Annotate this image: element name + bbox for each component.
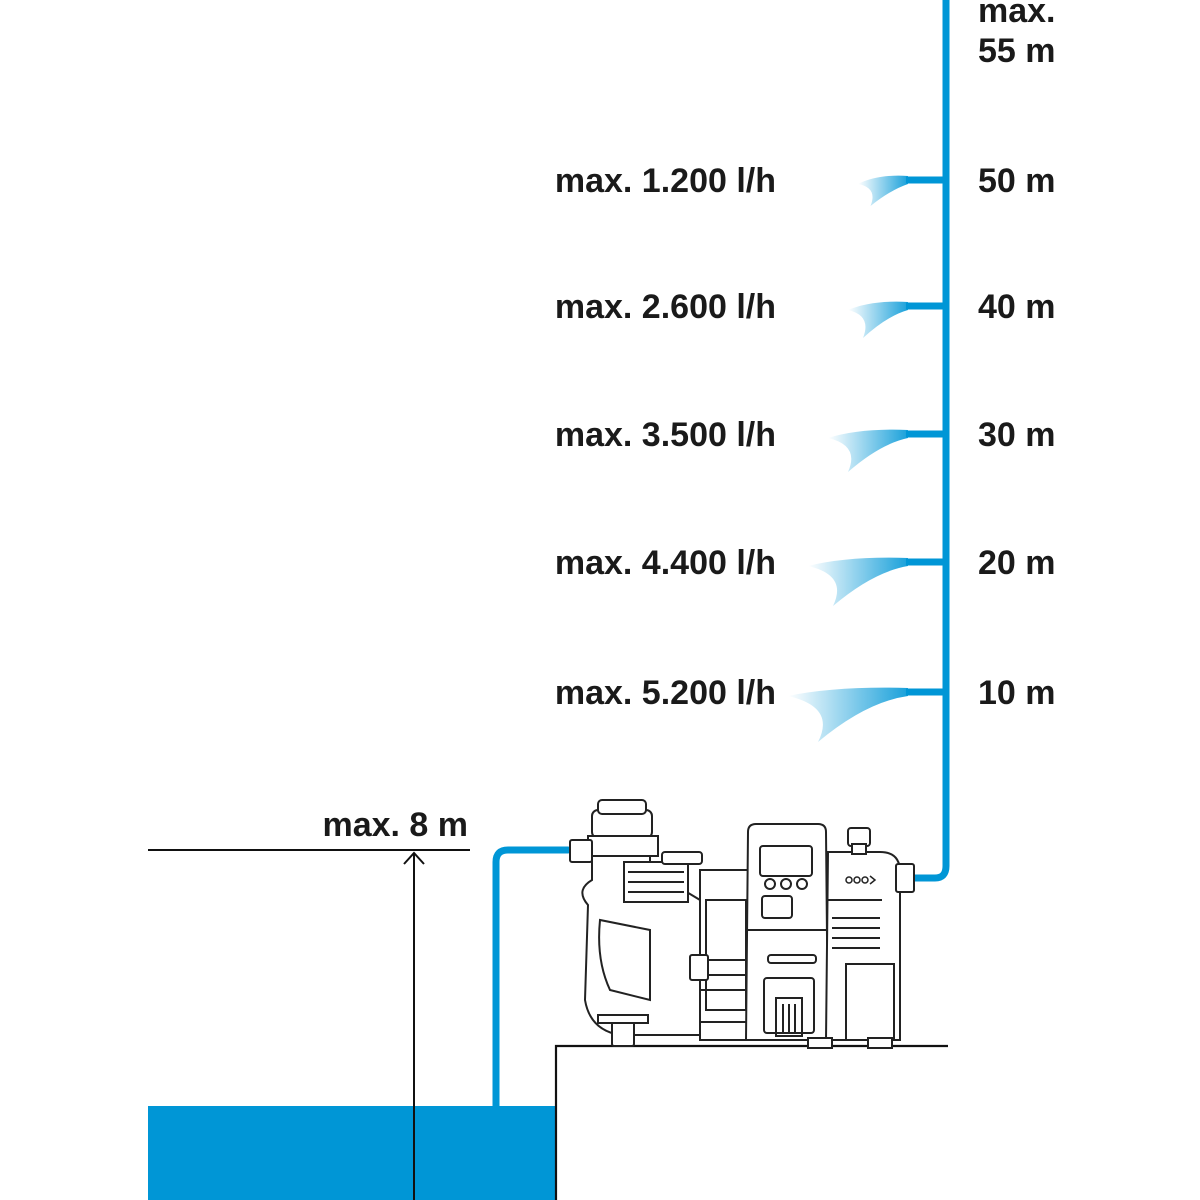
height-rows: max. 5.200 l/h 10 m max. 4.400 l/h 20 m max.… (555, 162, 1056, 712)
platform-edge (554, 1044, 948, 1200)
water-spray (828, 429, 908, 472)
pressure-pipe (914, 0, 950, 882)
water-spray (848, 301, 908, 338)
height-label: 10 m (978, 674, 1056, 712)
pump-icon (569, 799, 915, 1049)
water-spray (788, 687, 908, 742)
height-label: 50 m (978, 162, 1056, 200)
height-label: 30 m (978, 416, 1056, 454)
outlet-group (788, 175, 946, 742)
water-spray (808, 557, 908, 606)
water-spray (858, 175, 908, 206)
water-drops-icon (845, 875, 877, 885)
max-height-label-line1: max. (978, 0, 1056, 30)
flow-rate-label: max. 4.400 l/h (555, 544, 776, 582)
flow-rate-label: max. 2.600 l/h (555, 288, 776, 326)
height-label: 20 m (978, 544, 1056, 582)
flow-rate-label: max. 3.500 l/h (555, 416, 776, 454)
max-height-label-line2: 55 m (978, 32, 1056, 70)
suction-label: max. 8 m (322, 806, 468, 844)
water-reservoir (148, 1106, 556, 1200)
flow-rate-label: max. 1.200 l/h (555, 162, 776, 200)
height-label: 40 m (978, 288, 1056, 326)
flow-rate-label: max. 5.200 l/h (555, 674, 776, 712)
arrow-up-icon (403, 851, 425, 1200)
suction-pipe (492, 846, 572, 1112)
